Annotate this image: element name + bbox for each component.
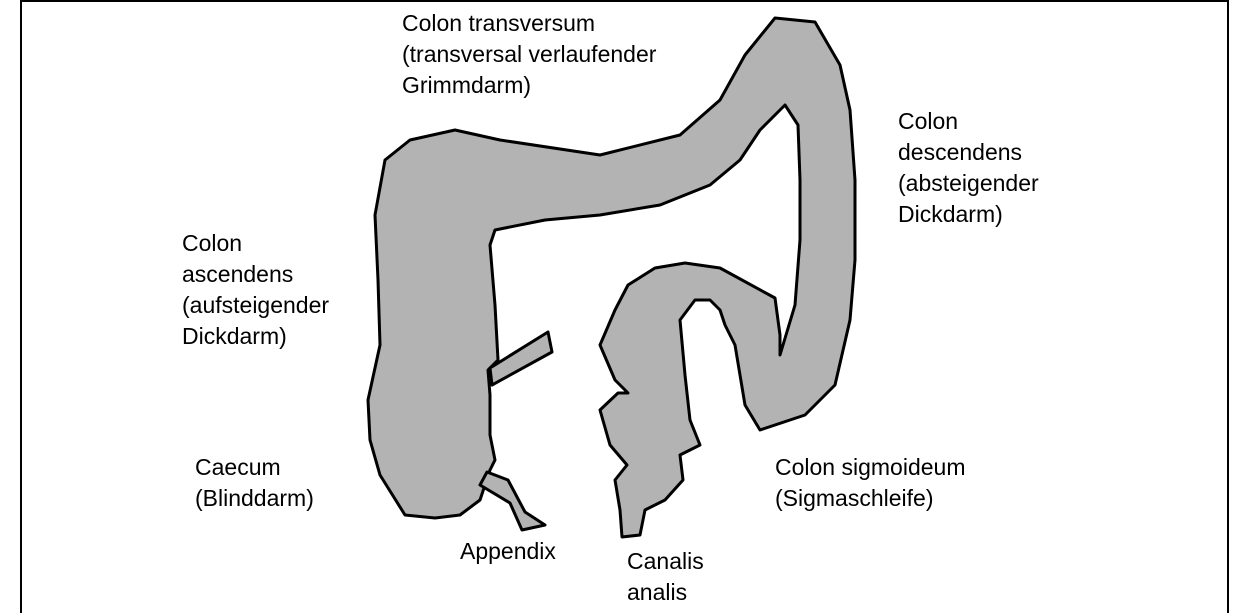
label-colon-descendens: Colon descendens (absteigender Dickdarm)	[898, 106, 1039, 230]
label-line: (aufsteigender	[182, 290, 329, 321]
label-line: Appendix	[460, 536, 556, 567]
label-canalis-analis: Canalis analis	[627, 546, 704, 608]
label-line: descendens	[898, 137, 1039, 168]
label-line: (Blinddarm)	[195, 483, 314, 514]
label-line: Grimmdarm)	[402, 70, 656, 101]
label-appendix: Appendix	[460, 536, 556, 567]
label-line: ascendens	[182, 259, 329, 290]
label-line: Colon	[182, 228, 329, 259]
label-line: Colon transversum	[402, 8, 656, 39]
label-colon-ascendens: Colon ascendens (aufsteigender Dickdarm)	[182, 228, 329, 352]
label-line: analis	[627, 577, 704, 608]
label-line: Colon sigmoideum	[775, 452, 965, 483]
label-line: Dickdarm)	[898, 199, 1039, 230]
appendix-shape	[480, 472, 545, 530]
label-line: Canalis	[627, 546, 704, 577]
label-colon-transversum: Colon transversum (transversal verlaufen…	[402, 8, 656, 101]
label-line: Dickdarm)	[182, 321, 329, 352]
label-line: (absteigender	[898, 168, 1039, 199]
label-caecum: Caecum (Blinddarm)	[195, 452, 314, 514]
label-line: Colon	[898, 106, 1039, 137]
label-colon-sigmoideum: Colon sigmoideum (Sigmaschleife)	[775, 452, 965, 514]
label-line: Caecum	[195, 452, 314, 483]
label-line: (transversal verlaufender	[402, 39, 656, 70]
label-line: (Sigmaschleife)	[775, 483, 965, 514]
